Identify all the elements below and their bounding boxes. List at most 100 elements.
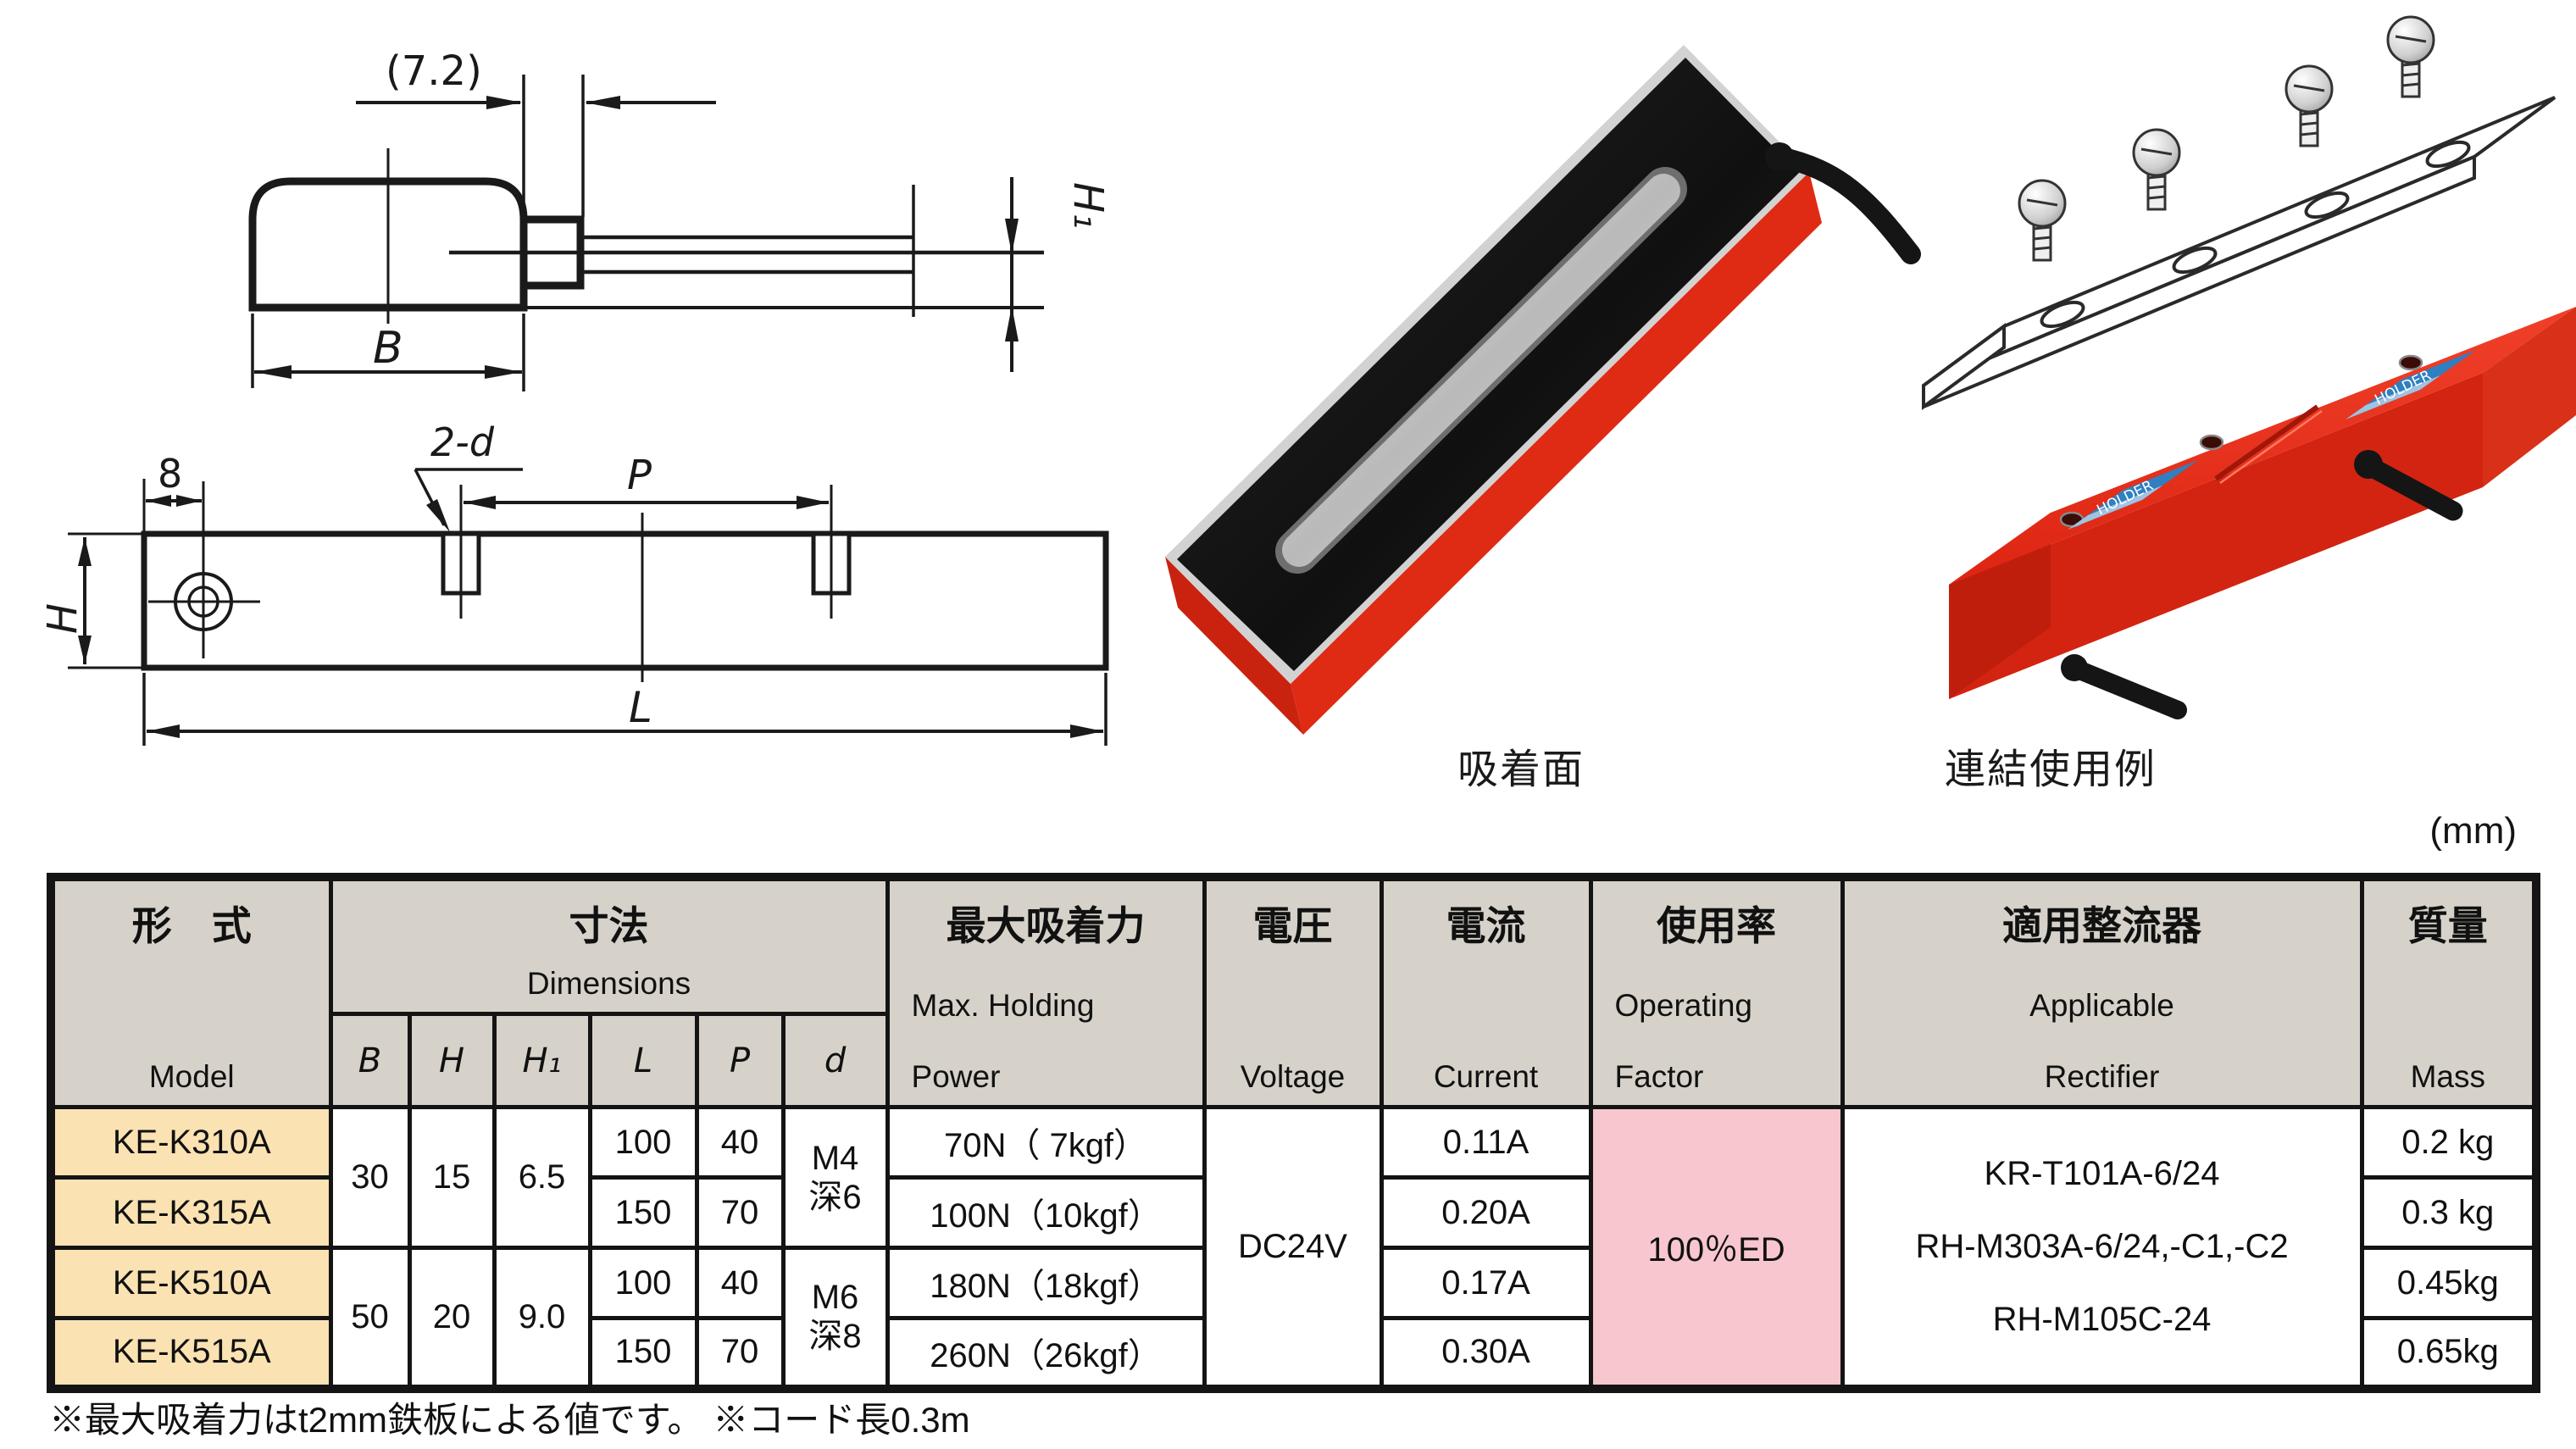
- pole-stripe: [1282, 174, 1680, 567]
- dim-P-cell: 40: [694, 1246, 786, 1320]
- col-header-current: 電流 Current: [1379, 874, 1593, 1109]
- header-rectifier-jp: 適用整流器: [2002, 903, 2202, 948]
- mount-hole: [148, 481, 260, 658]
- plan-view-drawing: 8 H 2-d P: [39, 419, 1109, 746]
- header-rectifier-en2: Rectifier: [2044, 1059, 2160, 1094]
- unit-label: (mm): [2429, 810, 2517, 852]
- model-cell: KE-K515A: [48, 1316, 333, 1391]
- model-cell: KE-K315A: [48, 1175, 333, 1250]
- footnote: ※最大吸着力はt2mm鉄板による値です。 ※コード長0.3m: [49, 1400, 970, 1440]
- current-cell: 0.20A: [1379, 1175, 1593, 1250]
- cable: [2061, 654, 2187, 719]
- power-cell: 260N（26kgf）: [885, 1316, 1207, 1391]
- cable: [1765, 142, 1921, 264]
- header-mass-en: Mass: [2410, 1059, 2485, 1094]
- magnet-side-red: [1291, 172, 1822, 735]
- header-power-jp: 最大吸着力: [946, 903, 1146, 948]
- mass-cell: 0.2 kg: [2359, 1105, 2539, 1180]
- screw-icon: [2386, 15, 2435, 98]
- col-header-d: d: [780, 1012, 890, 1109]
- col-header-rectifier: 適用整流器 Applicable Rectifier: [1840, 874, 2364, 1109]
- side-view-drawing: (7.2) B H₁: [248, 47, 1112, 391]
- table-row: KE-K515A 150 70 260N（26kgf） 0.30A 0.65kg: [48, 1316, 2539, 1391]
- dim-L-cell: 100: [587, 1105, 699, 1180]
- mass-cell: 0.65kg: [2359, 1316, 2539, 1391]
- col-header-mass: 質量 Mass: [2359, 874, 2539, 1109]
- col-header-H: H: [407, 1012, 497, 1109]
- tapped-hole-2: [811, 485, 852, 619]
- screw-icon: [2132, 128, 2181, 211]
- dim-B-label: B: [373, 323, 403, 374]
- current-cell: 0.30A: [1379, 1316, 1593, 1391]
- col-header-duty: 使用率 Operating Factor: [1588, 874, 1845, 1109]
- header-rectifier-en1: Applicable: [2029, 987, 2174, 1023]
- holder-front-face: [1949, 373, 2483, 699]
- steel-plate: [1922, 96, 2557, 410]
- header-power-en2: Power: [911, 1059, 1001, 1094]
- caption-linked-usage: 連結使用例: [1944, 747, 2157, 792]
- header-power-en1: Max. Holding: [911, 987, 1095, 1023]
- mass-cell: 0.3 kg: [2359, 1175, 2539, 1250]
- dim-P: [464, 496, 829, 509]
- dim-B-cell: 30: [328, 1105, 412, 1250]
- dim-L-cell: 150: [587, 1316, 699, 1391]
- dim-2d-label: 2-d: [430, 419, 495, 465]
- holder-right-end: [2483, 307, 2576, 487]
- header-duty-en1: Operating: [1614, 987, 1753, 1023]
- col-header-B: B: [328, 1012, 412, 1109]
- header-voltage-en: Voltage: [1240, 1059, 1346, 1094]
- dim-H-cell: 20: [407, 1246, 497, 1391]
- dim-L-label: L: [629, 683, 652, 732]
- header-mass-jp: 質量: [2407, 903, 2488, 948]
- dim-L-cell: 100: [587, 1246, 699, 1320]
- header-duty-jp: 使用率: [1657, 903, 1777, 948]
- header-current-en: Current: [1433, 1059, 1539, 1094]
- rectifier-cell: KR-T101A-6/24 RH-M303A-6/24,-C1,-C2 RH-M…: [1840, 1105, 2364, 1391]
- spec-table: 形 式 Model 寸法 Dimensions 最大吸着力 Max. Holdi…: [47, 873, 2541, 1393]
- table-row: KE-K315A 150 70 100N（10kgf） 0.20A 0.3 kg: [48, 1175, 2539, 1250]
- dim-H1: [1005, 177, 1019, 372]
- col-header-dimensions: 寸法 Dimensions: [328, 874, 890, 1017]
- tapped-hole-1: [441, 485, 481, 619]
- col-header-H1: H₁: [491, 1012, 592, 1109]
- mounting-screws: [2018, 15, 2435, 262]
- header-model-jp: 形 式: [131, 903, 252, 948]
- power-cell: 100N（10kgf）: [885, 1175, 1207, 1250]
- col-header-P: P: [694, 1012, 786, 1109]
- dim-B-cell: 50: [328, 1246, 412, 1391]
- dim-P-cell: 70: [694, 1175, 786, 1250]
- power-cell: 180N（18kgf）: [885, 1246, 1207, 1320]
- magnet-end-red: [1165, 557, 1303, 735]
- dim-P-cell: 70: [694, 1316, 786, 1391]
- model-cell: KE-K510A: [48, 1246, 333, 1320]
- screw-icon: [2018, 179, 2067, 262]
- photo-linked-usage: HOLDER HOLDER: [1922, 15, 2576, 719]
- cable: [2354, 450, 2463, 521]
- duty-cell: 100％ED: [1588, 1105, 1845, 1391]
- header-dims-jp: 寸法: [569, 903, 649, 949]
- col-header-voltage: 電圧 Voltage: [1202, 874, 1384, 1109]
- header-dims-en: Dimensions: [526, 966, 691, 1002]
- dim-L: [142, 673, 1108, 746]
- header-duty-en2: Factor: [1614, 1059, 1704, 1094]
- current-cell: 0.17A: [1379, 1246, 1593, 1320]
- header-model-en: Model: [148, 1059, 235, 1094]
- dim-P-label: P: [627, 452, 652, 499]
- dim-8: [142, 479, 202, 531]
- holder-end-face: [1949, 513, 2051, 699]
- lead-wires: [449, 235, 1044, 275]
- linked-holders: HOLDER HOLDER: [1949, 307, 2576, 719]
- plate-outline: [141, 530, 1109, 671]
- header-voltage-jp: 電圧: [1252, 903, 1333, 948]
- voltage-cell: DC24V: [1202, 1105, 1384, 1391]
- col-header-power: 最大吸着力 Max. Holding Power: [885, 874, 1207, 1109]
- top-graphics: (7.2) B H₁: [39, 15, 2576, 746]
- current-cell: 0.11A: [1379, 1105, 1593, 1180]
- dim-H1-cell: 9.0: [491, 1246, 592, 1391]
- dim-H-cell: 15: [407, 1105, 497, 1250]
